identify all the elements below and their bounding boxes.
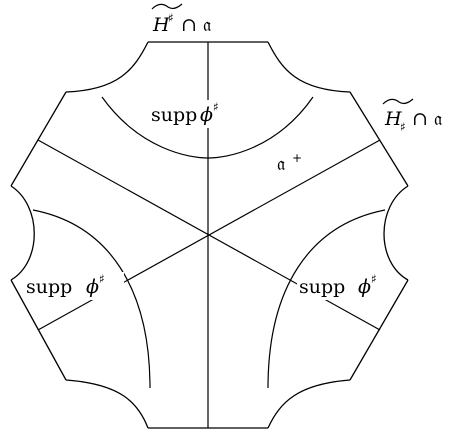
phi-sharp: ♯: [371, 272, 377, 286]
label-right-sharp: ♯: [400, 120, 406, 134]
phi-sharp: ♯: [99, 272, 105, 286]
support-curve-left: [32, 209, 151, 389]
label-supp-top: supp ϕ ♯: [148, 100, 266, 128]
phi-sharp: ♯: [213, 100, 219, 114]
label-top-h: H: [152, 14, 170, 36]
label-supp-right: supp ϕ ♯: [297, 272, 393, 300]
label-top-cap-a: ∩ 𝔞: [181, 14, 212, 36]
label-top-sharp: ♯: [168, 11, 174, 25]
label-a-plus-base: 𝔞: [277, 153, 286, 175]
support-curve-right: [267, 209, 386, 389]
supp-word: supp: [299, 276, 345, 298]
label-right-h: H: [384, 108, 402, 130]
label-a-plus-sup: +: [292, 151, 302, 165]
phi-symbol: ϕ: [200, 104, 213, 126]
supp-word: supp: [26, 276, 72, 298]
tilde-mark: [151, 3, 183, 10]
label-supp-left: supp ϕ ♯: [24, 272, 124, 300]
label-right: H ♯ ∩ 𝔞: [382, 98, 443, 134]
support-curve-top: [101, 96, 314, 159]
phi-symbol: ϕ: [86, 276, 99, 298]
tilde-mark: [382, 98, 414, 105]
label-a-plus: 𝔞 +: [277, 151, 302, 175]
label-right-cap-a: ∩ 𝔞: [412, 108, 443, 130]
phi-symbol: ϕ: [358, 276, 371, 298]
supp-word: supp: [151, 104, 197, 126]
label-top: H ♯ ∩ 𝔞: [151, 3, 212, 36]
